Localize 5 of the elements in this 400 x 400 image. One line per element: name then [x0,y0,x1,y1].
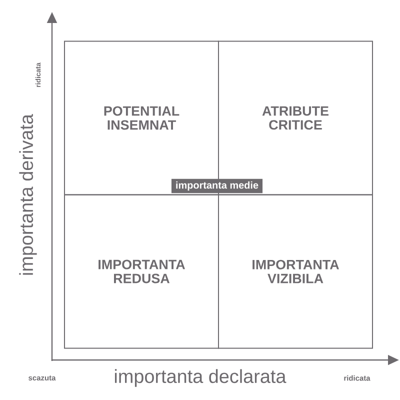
quadrant-box: IMPORTANTA REDUSA [64,194,219,349]
quadrant-box: IMPORTANTA VIZIBILA [218,194,373,349]
axis-title: importanta declarata [114,369,286,387]
label-badge: importanta medie [171,178,263,194]
axis-title: importanta derivata [19,114,37,275]
